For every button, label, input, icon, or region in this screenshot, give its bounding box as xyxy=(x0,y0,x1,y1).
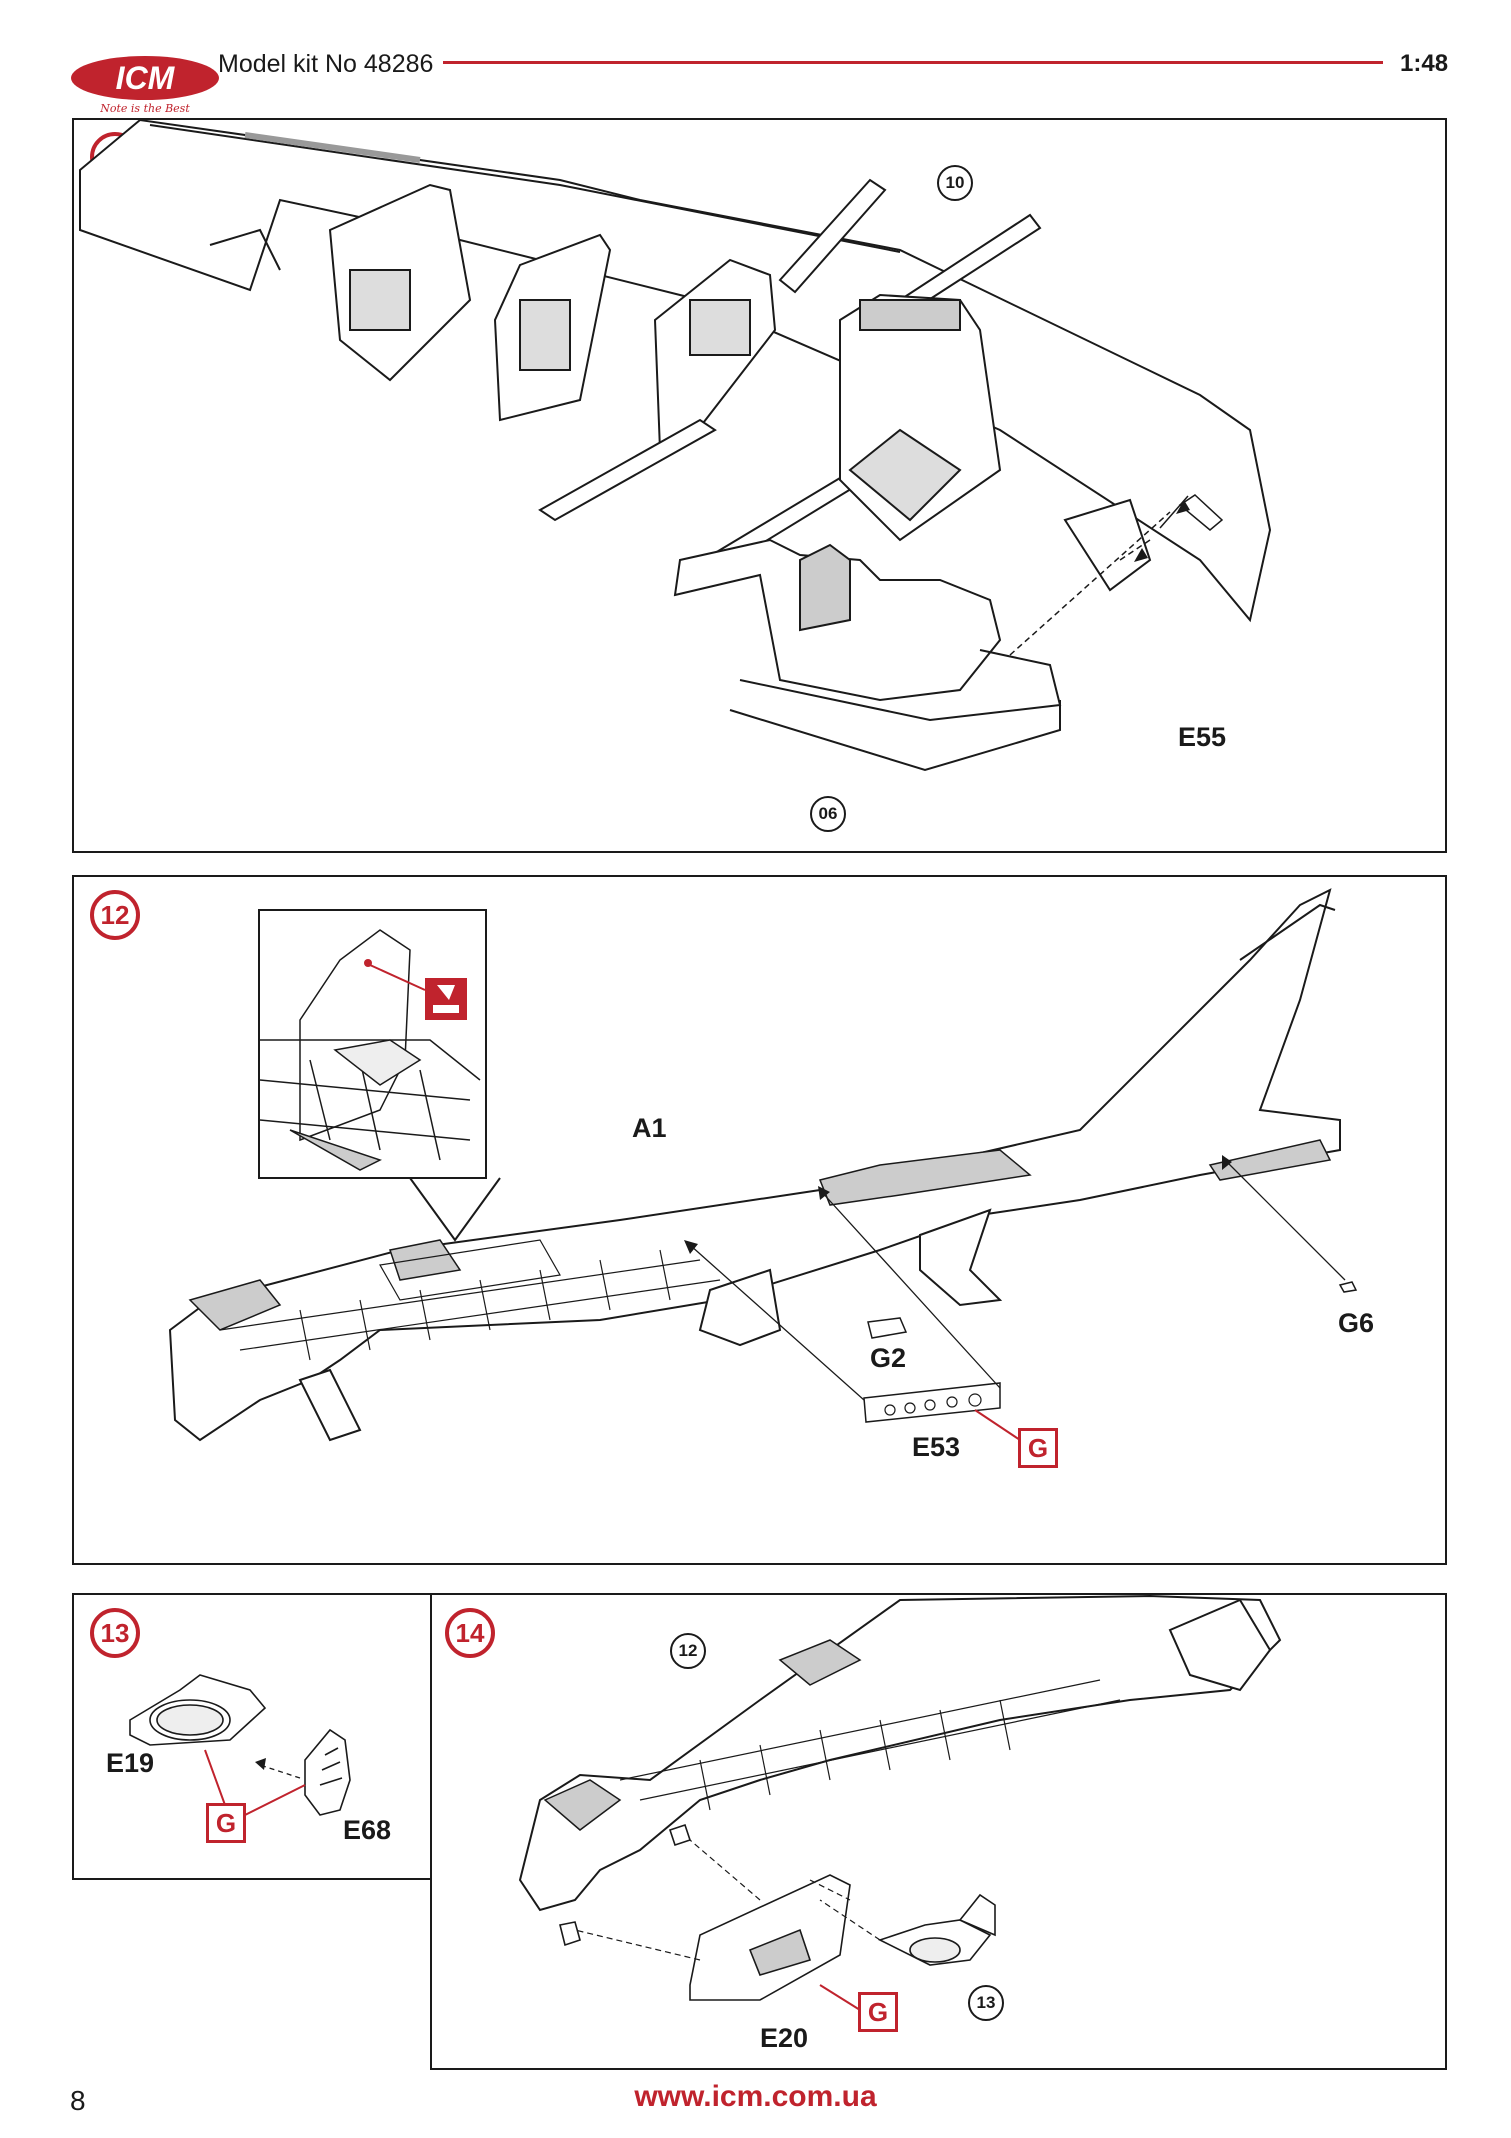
ref-10-badge: 10 xyxy=(937,165,973,201)
ref-06-badge: 06 xyxy=(810,796,846,832)
part-A1-label: A1 xyxy=(632,1113,667,1143)
step-14-panel xyxy=(430,1593,1447,2070)
scale-label: 1:48 xyxy=(1400,50,1449,77)
ref-12-badge: 12 xyxy=(670,1633,706,1669)
svg-text:Note is the Best: Note is the Best xyxy=(99,102,190,115)
step-12-badge: 12 xyxy=(90,890,140,940)
ref-13-badge: 13 xyxy=(968,1985,1004,2021)
glue-marker: G xyxy=(1018,1428,1058,1468)
part-E20-label: E20 xyxy=(760,2023,809,2053)
glue-marker: G xyxy=(206,1803,246,1843)
part-G6-label: G6 xyxy=(1338,1308,1375,1338)
step-12-panel xyxy=(72,875,1447,1565)
part-E53-label: E53 xyxy=(912,1432,961,1462)
glue-marker: G xyxy=(858,1992,898,2032)
page-number: 8 xyxy=(70,2085,86,2116)
step-14-badge: 14 xyxy=(445,1608,495,1658)
header-rule xyxy=(443,61,1383,64)
step-13-badge: 13 xyxy=(90,1608,140,1658)
part-E55-label: E55 xyxy=(1178,722,1227,752)
step-11-badge: 11 xyxy=(90,132,140,182)
part-E68-label: E68 xyxy=(343,1815,392,1845)
icm-logo: ICM Note is the Best xyxy=(71,56,219,115)
step-11-panel xyxy=(72,118,1447,853)
kit-label: Model kit No 48286 xyxy=(218,50,434,78)
footer-url[interactable]: www.icm.com.ua xyxy=(634,2080,877,2113)
part-G2-label: G2 xyxy=(870,1343,907,1373)
part-E19-label: E19 xyxy=(106,1748,155,1778)
svg-text:ICM: ICM xyxy=(116,60,176,96)
